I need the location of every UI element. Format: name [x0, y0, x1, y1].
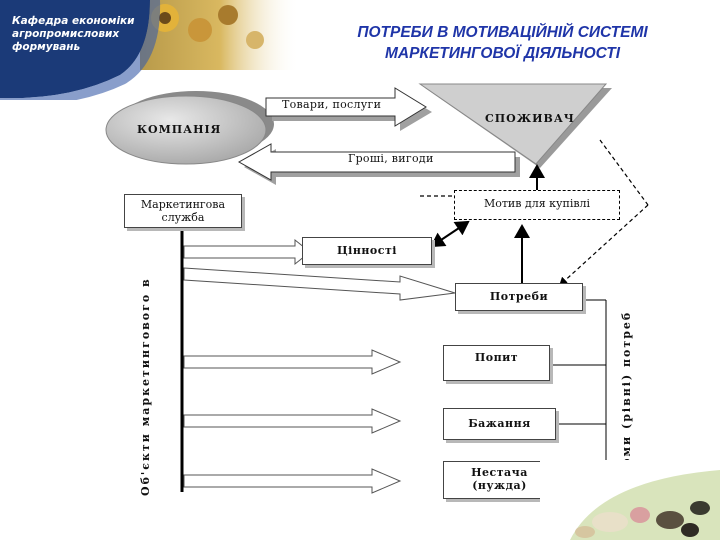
- marketing-service-line-2: служба: [161, 211, 205, 224]
- farm-photo-collage: [540, 460, 720, 540]
- goods-flow-label: Товари, послуги: [282, 98, 382, 111]
- feedback-dashed-2: [559, 204, 649, 286]
- consumer-triangle: [418, 83, 608, 165]
- money-flow-label: Гроші, вигоди: [348, 152, 434, 165]
- needs-label: Потреби: [489, 290, 549, 303]
- lack-arrow: [183, 468, 402, 494]
- company-label: КОМПАНІЯ: [137, 123, 222, 136]
- desire-arrow: [183, 408, 402, 434]
- demand-label: Попит: [474, 351, 519, 364]
- lack-line-1: Нестача: [471, 466, 528, 479]
- lack-box: Нестача (нужда): [443, 461, 556, 499]
- department-line-1: Кафедра економіки: [12, 15, 135, 27]
- needs-box: Потреби: [455, 283, 583, 311]
- desire-label: Бажання: [468, 417, 531, 430]
- department-line-3: формувань: [12, 41, 81, 53]
- objects-vertical-label: Об'єкти маркетингового в: [139, 277, 152, 496]
- values-box: Цінності: [302, 237, 432, 265]
- department-line-2: агропромислових: [12, 28, 120, 40]
- desire-box: Бажання: [443, 408, 556, 440]
- title-line-1: ПОТРЕБИ В МОТИВАЦІЙНІЙ СИСТЕМІ: [357, 24, 648, 41]
- consumer-label: СПОЖИВАЧ: [485, 112, 575, 125]
- money-arrow: [237, 143, 516, 181]
- slide-title: ПОТРЕБИ В МОТИВАЦІЙНІЙ СИСТЕМІ МАРКЕТИНГ…: [300, 22, 705, 64]
- values-arrow: [183, 238, 311, 266]
- demand-arrow: [183, 349, 402, 375]
- needs-arrow: [183, 267, 456, 301]
- marketing-service-box: Маркетингова служба: [124, 194, 242, 228]
- header-banner: [0, 0, 300, 100]
- purchase-motive-box: Мотив для купівлі: [454, 190, 620, 220]
- lack-line-2: (нужда): [472, 479, 527, 492]
- values-motive-arrow: [430, 220, 470, 248]
- demand-box: Попит: [443, 345, 550, 381]
- purchase-motive-label: Мотив для купівлі: [483, 197, 591, 210]
- company-ellipse: [105, 95, 267, 165]
- values-label: Цінності: [337, 244, 397, 257]
- goods-arrow: [265, 87, 427, 127]
- title-line-2: МАРКЕТИНГОВОЇ ДІЯЛЬНОСТІ: [384, 45, 620, 62]
- department-name: Кафедра економіки агропромислових формув…: [12, 15, 142, 54]
- marketing-service-line-1: Маркетингова: [140, 198, 226, 211]
